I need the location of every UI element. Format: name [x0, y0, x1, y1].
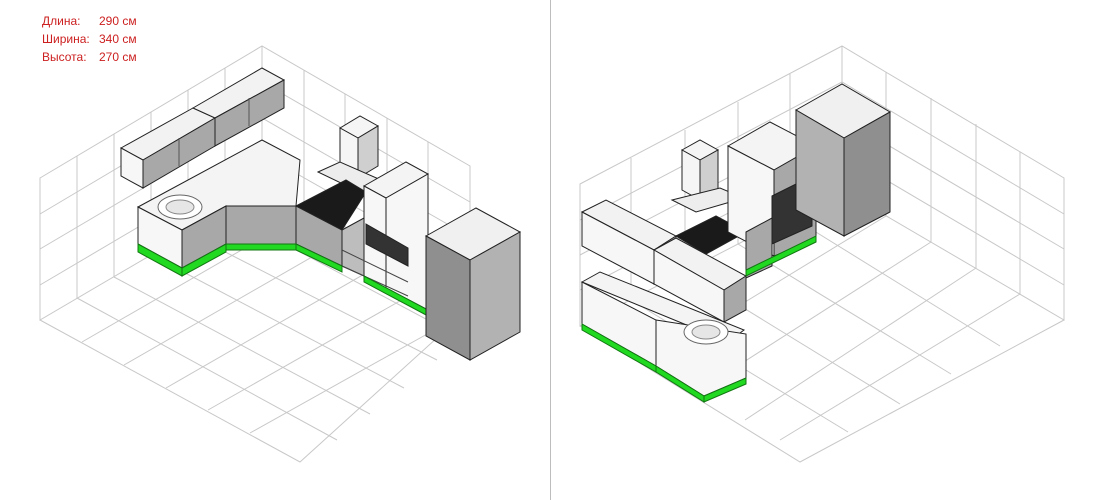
wall-cabinets	[119, 67, 286, 189]
hood	[670, 139, 746, 213]
dimension-value: 340 см	[99, 32, 137, 46]
base-cabinets	[136, 139, 430, 311]
kitchen-isometric-view-icon	[579, 45, 1065, 463]
view-divider	[550, 0, 551, 500]
dimension-length: Длина: 290 см	[42, 12, 137, 30]
base-cabinets	[580, 121, 818, 397]
right-view[interactable]	[551, 0, 1100, 500]
fridge	[424, 207, 522, 361]
left-view[interactable]	[0, 0, 550, 500]
kitchen-isometric-view-icon	[39, 45, 522, 463]
dimension-height: Высота: 270 см	[42, 48, 137, 66]
wall-cabinets	[580, 199, 747, 323]
plinth	[581, 235, 817, 403]
dimension-label: Ширина:	[42, 32, 90, 46]
dimension-value: 290 см	[99, 14, 137, 28]
room-dimensions: Длина: 290 см Ширина: 340 см Высота: 270…	[42, 12, 137, 66]
dimension-width: Ширина: 340 см	[42, 30, 137, 48]
dimension-label: Длина:	[42, 14, 81, 28]
dimension-label: Высота:	[42, 50, 87, 64]
dimension-value: 270 см	[99, 50, 137, 64]
fridge	[794, 83, 892, 237]
